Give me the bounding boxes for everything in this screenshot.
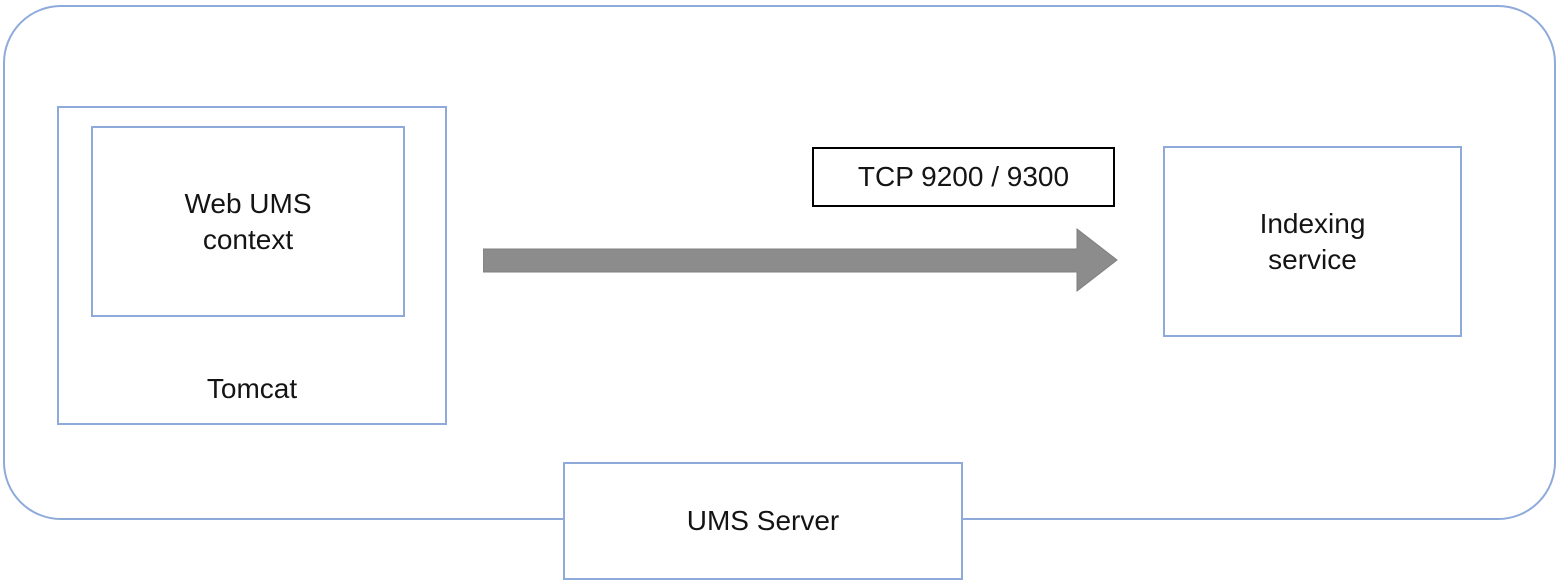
tcp-port-label: TCP 9200 / 9300 [857,161,1070,192]
tcp-port-label-box: TCP 9200 / 9300 [812,147,1115,207]
indexing-service-box: Indexing service [1163,146,1462,337]
right-arrow-connector-icon [483,228,1118,292]
web-ums-context-box: Web UMS context [91,126,405,317]
tomcat-label: Tomcat [206,373,298,404]
ums-server-label-box: UMS Server [563,462,963,580]
web-ums-context-label: Web UMS context [184,187,312,255]
ums-server-label: UMS Server [686,505,840,536]
indexing-service-label: Indexing service [1259,207,1366,275]
